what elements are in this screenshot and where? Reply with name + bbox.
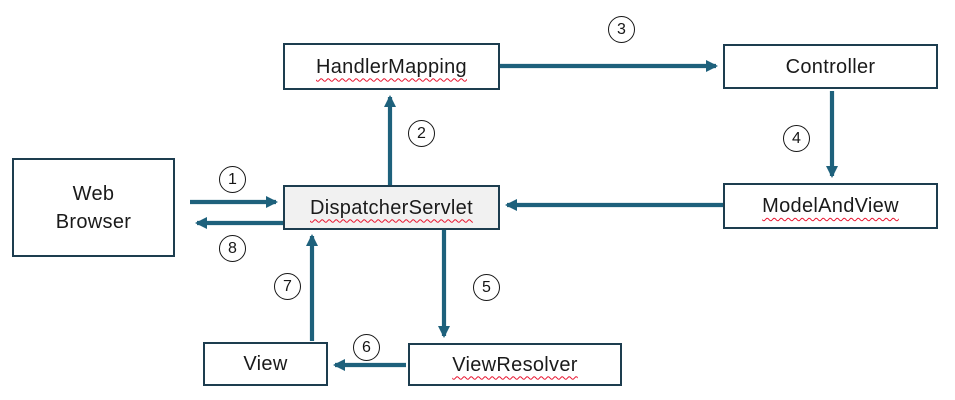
step-badge-4: 4 — [783, 125, 810, 152]
step-badge-3: 3 — [608, 16, 635, 43]
step-badge-1-number: 1 — [228, 170, 237, 188]
step-badge-8-number: 8 — [228, 239, 237, 257]
step-badge-8: 8 — [219, 235, 246, 262]
node-model-and-view: ModelAndView — [723, 183, 938, 229]
node-dispatcher-servlet: DispatcherServlet — [283, 185, 500, 230]
step-badge-3-number: 3 — [617, 20, 626, 38]
node-view-resolver-label: ViewResolver — [452, 353, 578, 376]
node-controller-label: Controller — [785, 55, 876, 78]
step-badge-5-number: 5 — [482, 278, 491, 296]
step-badge-2: 2 — [408, 120, 435, 147]
node-controller: Controller — [723, 44, 938, 89]
step-badge-7-number: 7 — [283, 277, 292, 295]
node-handler-mapping-label: HandlerMapping — [316, 55, 467, 78]
step-badge-7: 7 — [274, 273, 301, 300]
step-badge-5: 5 — [473, 274, 500, 301]
node-web-browser-label: Web Browser — [55, 182, 132, 233]
node-view-label: View — [243, 353, 288, 375]
step-badge-2-number: 2 — [417, 124, 426, 142]
node-view-resolver: ViewResolver — [408, 343, 622, 386]
step-badge-4-number: 4 — [792, 129, 801, 147]
step-badge-1: 1 — [219, 166, 246, 193]
node-view: View — [203, 342, 328, 386]
node-dispatcher-servlet-label: DispatcherServlet — [310, 196, 473, 219]
node-web-browser: Web Browser — [12, 158, 175, 257]
step-badge-6: 6 — [353, 334, 380, 361]
node-handler-mapping: HandlerMapping — [283, 43, 500, 90]
node-model-and-view-label: ModelAndView — [762, 195, 899, 217]
step-badge-6-number: 6 — [362, 338, 371, 356]
